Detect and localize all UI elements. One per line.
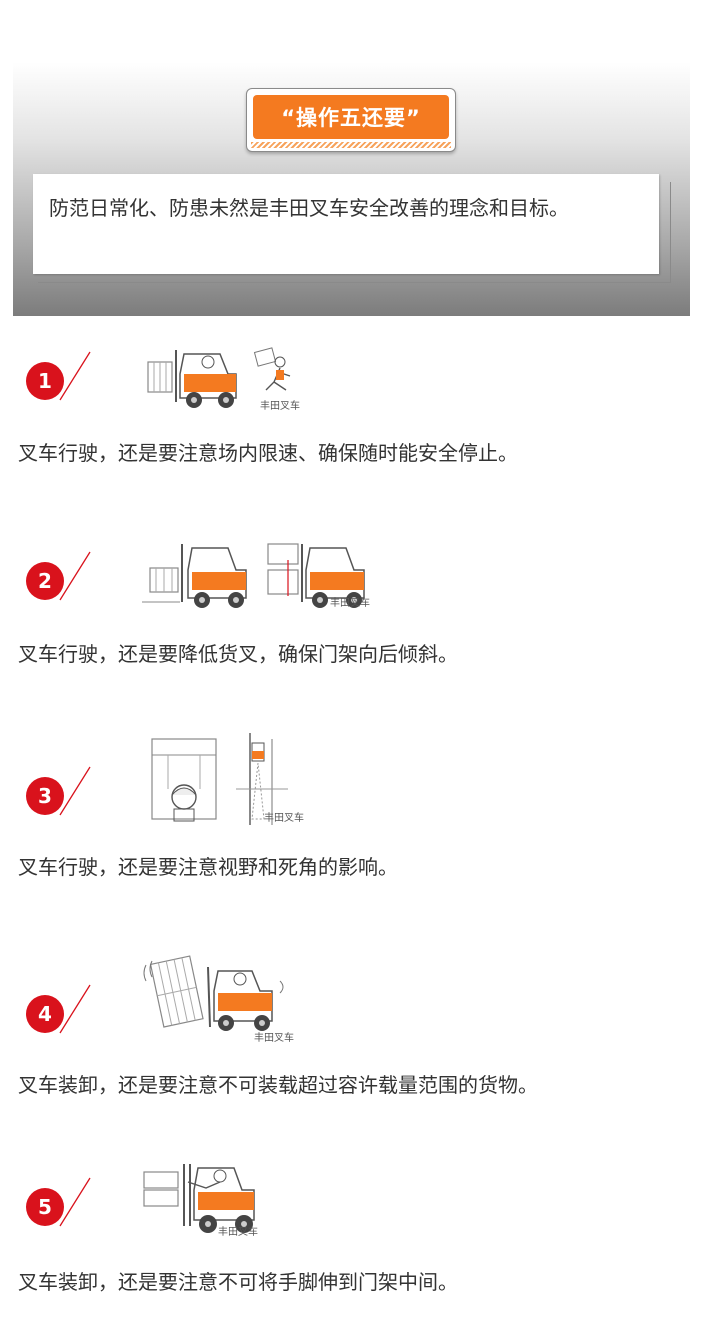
slash-mark-icon [59,766,91,816]
number-badge-circle: 3 [26,777,64,815]
title-badge: “操作五还要” [246,88,456,152]
forklift-overload-illustration [143,955,284,1031]
number-badge-circle: 1 [26,362,64,400]
watermark: 丰田叉车 [260,401,300,412]
intro-box-frame [38,182,671,283]
page-title: “操作五还要” [253,95,449,139]
number-badge-circle: 5 [26,1188,64,1226]
title-badge-stripe [251,142,451,148]
item-caption: 叉车行驶，还是要注意视野和死角的影响。 [18,855,398,879]
number-badge: 3 [26,763,98,819]
number-badge: 2 [26,548,98,604]
item-caption: 叉车行驶，还是要注意场内限速、确保随时能安全停止。 [18,441,518,465]
slash-mark-icon [59,1177,91,1227]
forklift-speed-illustration [147,347,291,408]
number-badge: 1 [26,348,98,404]
header-banner: “操作五还要” 防范日常化、防患未然是丰田叉车安全改善的理念和目标。 [13,62,690,316]
item-caption: 叉车装卸，还是要注意不可装载超过容许载量范围的货物。 [18,1073,538,1097]
watermark: 丰田叉车 [330,598,370,609]
slash-mark-icon [59,984,91,1034]
item-caption: 叉车行驶，还是要降低货叉，确保门架向后倾斜。 [18,642,458,666]
number-badge: 4 [26,981,98,1037]
intro-text: 防范日常化、防患未然是丰田叉车安全改善的理念和目标。 [49,196,569,220]
number-badge-circle: 4 [26,995,64,1033]
forklift-lower-fork-illustration [142,543,365,608]
watermark: 丰田叉车 [264,813,304,824]
slash-mark-icon [59,551,91,601]
intro-box: 防范日常化、防患未然是丰田叉车安全改善的理念和目标。 [33,174,659,274]
forklift-hands-mast-illustration [143,1164,255,1233]
forklift-visibility-illustration [151,733,288,825]
slash-mark-icon [59,351,91,401]
watermark: 丰田叉车 [254,1033,294,1044]
number-badge-circle: 2 [26,562,64,600]
number-badge: 5 [26,1174,98,1230]
item-caption: 叉车装卸，还是要注意不可将手脚伸到门架中间。 [18,1270,458,1294]
watermark: 丰田叉车 [218,1227,258,1238]
